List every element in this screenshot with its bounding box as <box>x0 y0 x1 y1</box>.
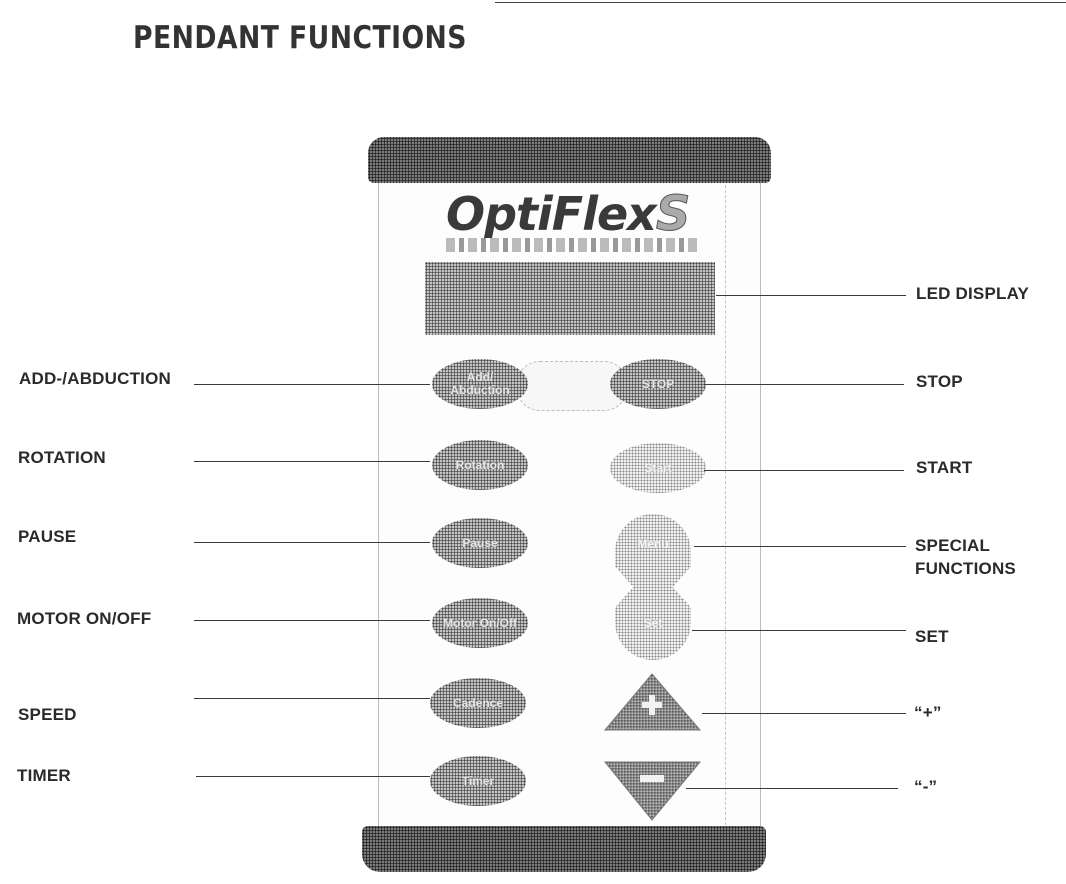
timer-button[interactable]: Timer <box>430 756 526 806</box>
leader-speed <box>194 698 430 699</box>
set-button-label: Set <box>643 616 663 630</box>
pendant-bottom-cap <box>362 826 766 872</box>
leader-minus <box>686 788 898 789</box>
pause-button-label: Pause <box>462 535 498 550</box>
leader-special <box>694 546 906 547</box>
logo-sub-strip <box>446 238 698 252</box>
label-led-display: LED DISPLAY <box>916 284 1030 303</box>
top-rule <box>495 2 1066 3</box>
plus-button[interactable] <box>603 673 702 731</box>
leader-start <box>704 470 904 471</box>
special-button-label: Menu <box>637 537 669 551</box>
pendant-side-edge <box>725 160 726 830</box>
label-pause: PAUSE <box>18 527 77 546</box>
start-button[interactable]: Start <box>610 443 706 493</box>
leader-timer <box>196 776 430 777</box>
timer-button-label: Timer <box>461 773 495 788</box>
stop-button-label: STOP <box>641 376 675 391</box>
speed-button[interactable]: Cadence <box>430 678 526 728</box>
leader-stop <box>704 384 904 385</box>
page-title: PENDANT FUNCTIONS <box>133 20 467 56</box>
optiflex-logo: OptiFlexS <box>446 186 691 243</box>
leader-plus <box>702 713 906 714</box>
leader-pause <box>194 542 430 543</box>
motor-on-off-button[interactable]: Motor On/Off <box>432 598 528 648</box>
set-button[interactable]: Set <box>615 616 691 630</box>
leader-add-abduction <box>194 384 430 385</box>
pause-button[interactable]: Pause <box>432 518 528 568</box>
minus-button[interactable] <box>603 761 702 821</box>
label-stop: STOP <box>916 372 963 391</box>
label-special-line2: FUNCTIONS <box>915 559 1016 578</box>
logo-brand: OptiFlex <box>446 187 657 241</box>
logo-suffix: S <box>655 186 691 243</box>
pendant-top-cap <box>368 137 771 183</box>
start-button-label: Start <box>644 460 672 475</box>
label-speed: SPEED <box>18 705 77 724</box>
label-rotation: ROTATION <box>18 448 106 467</box>
label-add-abduction: ADD-/ABDUCTION <box>19 369 172 388</box>
rotation-button-label: Rotation <box>455 457 505 472</box>
plus-icon <box>642 695 662 715</box>
led-display <box>425 262 715 335</box>
special-functions-button[interactable]: Menu <box>615 537 691 551</box>
leader-led-display <box>716 295 906 296</box>
add-abduction-button-label: Add/ Abduction <box>450 370 510 397</box>
label-timer: TIMER <box>17 766 71 785</box>
leader-motor <box>194 620 430 621</box>
label-motor-on-off: MOTOR ON/OFF <box>17 609 152 628</box>
label-minus: “-” <box>914 777 938 796</box>
label-special-line1: SPECIAL <box>915 536 991 555</box>
label-set: SET <box>915 627 949 646</box>
minus-icon <box>640 775 664 782</box>
rotation-button[interactable]: Rotation <box>432 440 528 490</box>
motor-button-label: Motor On/Off <box>443 615 517 630</box>
leader-set <box>692 630 906 631</box>
label-plus: “+” <box>914 703 942 722</box>
leader-rotation <box>194 461 430 462</box>
label-start: START <box>916 458 973 477</box>
stop-button[interactable]: STOP <box>610 359 706 409</box>
speed-button-label: Cadence <box>452 695 504 710</box>
add-abduction-button[interactable]: Add/ Abduction <box>432 359 528 409</box>
